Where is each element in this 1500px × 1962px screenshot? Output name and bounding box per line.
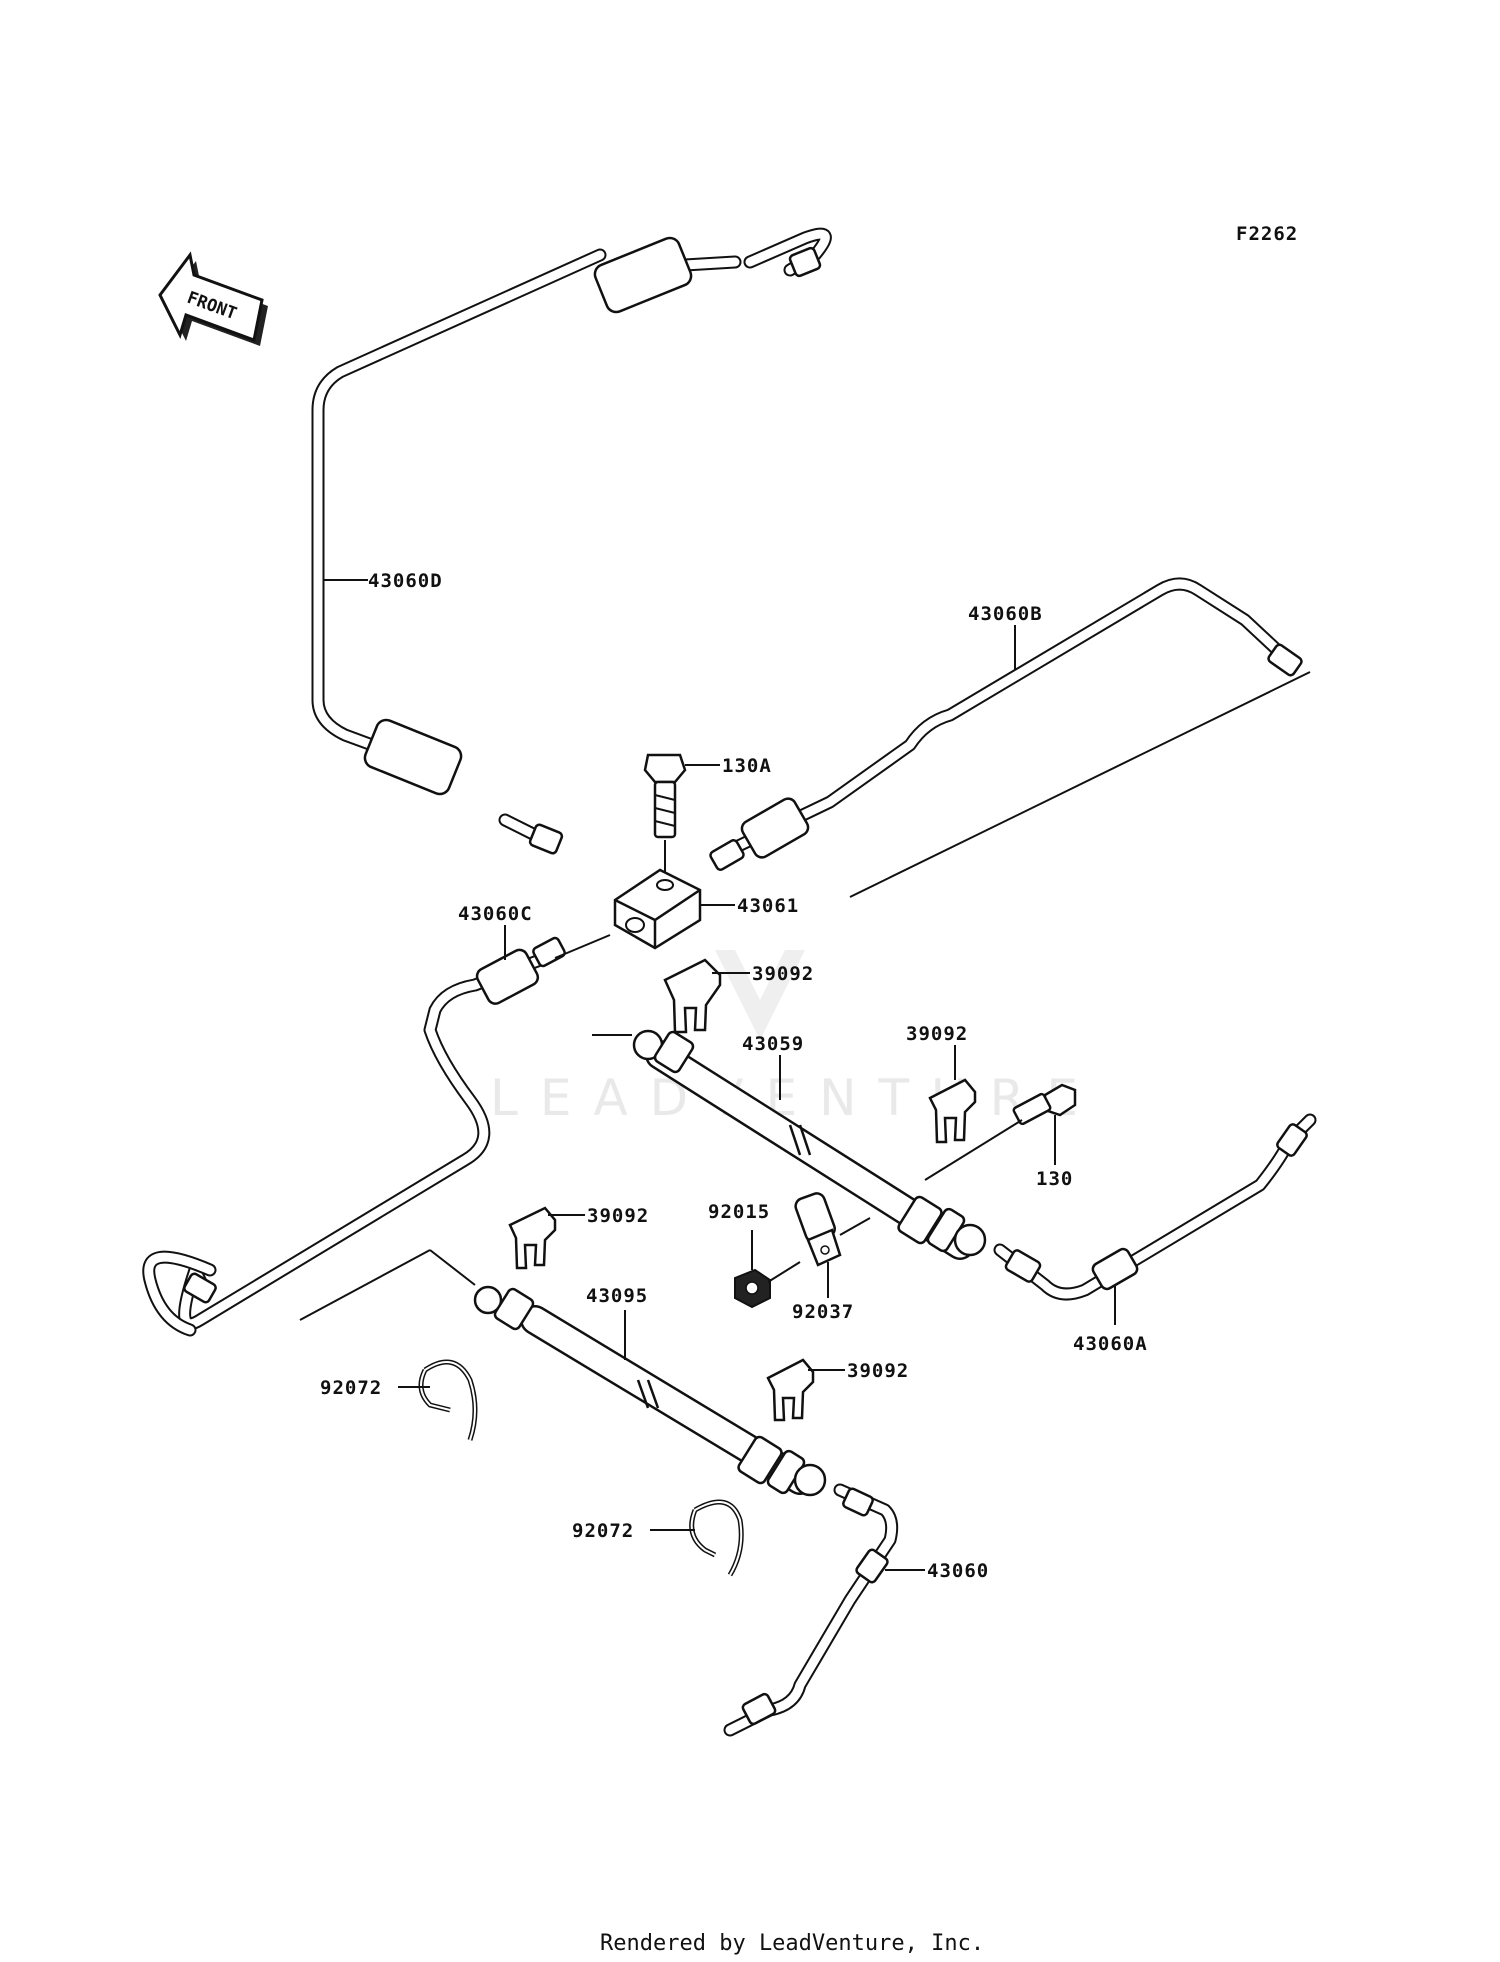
label-92015: 92015: [708, 1201, 770, 1223]
label-39092-a: 39092: [752, 963, 814, 985]
footer-credit: Rendered by LeadVenture, Inc.: [600, 1931, 984, 1956]
leader-92037-dash: [839, 1217, 871, 1236]
label-43060: 43060: [927, 1560, 989, 1582]
bolt-130A: [643, 753, 687, 839]
leader-43060B-dash: [849, 671, 1311, 898]
label-43059: 43059: [742, 1033, 804, 1055]
clip-39092-a: [663, 958, 722, 1034]
label-43060C: 43060C: [458, 903, 533, 925]
clip-39092-d: [766, 1358, 815, 1422]
leader-43095-dash-2: [299, 1249, 431, 1321]
brake-pipe-43060B: [709, 577, 1303, 871]
label-130A: 130A: [722, 755, 772, 777]
brake-hose-43059: [632, 1029, 987, 1260]
brake-pipe-43060D: [311, 227, 832, 855]
clamp-92037: [794, 1192, 842, 1267]
brake-hose-43095: [473, 1285, 827, 1497]
label-39092-c: 39092: [587, 1205, 649, 1227]
label-92037: 92037: [792, 1301, 854, 1323]
brake-pipe-43060: [723, 1483, 899, 1737]
label-43060D: 43060D: [368, 570, 443, 592]
band-92072-a: [418, 1359, 478, 1441]
leader-43095-dash: [429, 1249, 476, 1286]
label-39092-d: 39092: [847, 1360, 909, 1382]
leader-130-dash: [924, 1119, 1023, 1181]
clip-39092-b: [928, 1078, 977, 1144]
label-43095: 43095: [586, 1285, 648, 1307]
clip-39092-c: [508, 1206, 557, 1270]
svg-text:LEADVENTURE: LEADVENTURE: [490, 1069, 1100, 1127]
leader-43060C-joint: [554, 934, 611, 959]
label-92072-a: 92072: [320, 1377, 382, 1399]
label-130: 130: [1036, 1168, 1073, 1190]
label-43060B: 43060B: [968, 603, 1043, 625]
front-direction-arrow: FRONT: [158, 251, 268, 346]
leader-92015-dash: [767, 1261, 801, 1283]
nut-92015: [734, 1268, 771, 1309]
brake-pipe-43060A: [993, 1113, 1317, 1301]
label-43061: 43061: [737, 895, 799, 917]
figure-code: F2262: [1236, 223, 1298, 245]
bolt-130: [1012, 1083, 1077, 1126]
band-92072-b: [689, 1499, 744, 1577]
brake-joint-43061: [613, 868, 702, 950]
label-39092-b: 39092: [906, 1023, 968, 1045]
label-92072-b: 92072: [572, 1520, 634, 1542]
label-43060A: 43060A: [1073, 1333, 1148, 1355]
brake-pipe-43060C: [142, 936, 566, 1337]
